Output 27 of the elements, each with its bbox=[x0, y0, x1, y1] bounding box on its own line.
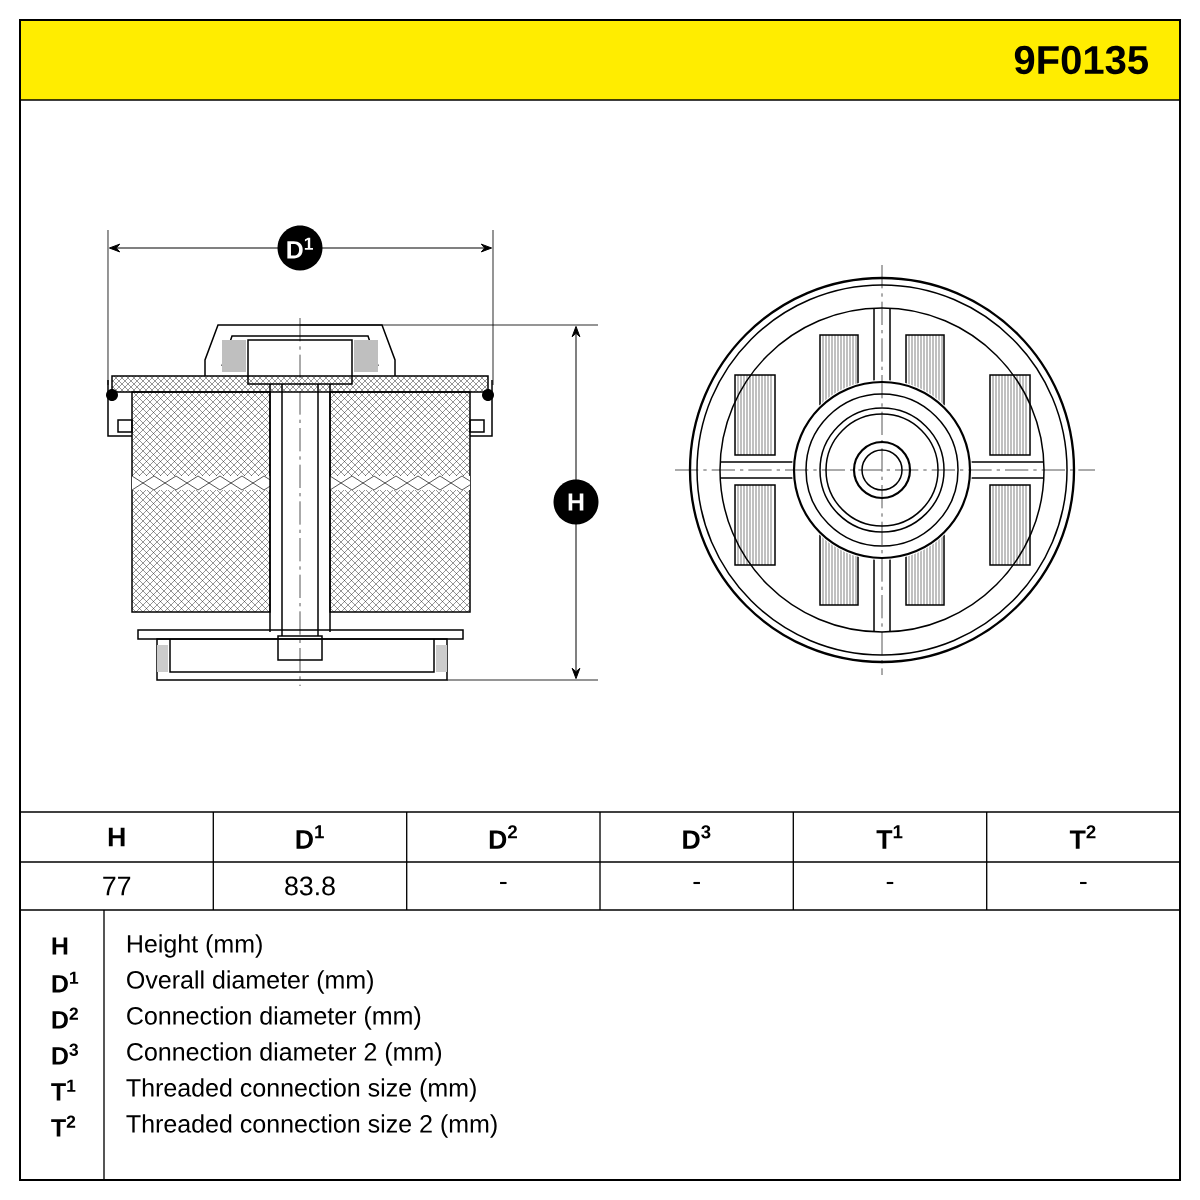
table-value: - bbox=[1080, 881, 1087, 885]
table-value: - bbox=[693, 881, 700, 885]
key-description: Connection diameter 2 (mm) bbox=[127, 1042, 442, 1066]
key-description: Overall diameter (mm) bbox=[127, 970, 373, 994]
table-header: T$^{2}$ bbox=[1069, 825, 1096, 849]
key-description: Height (mm) bbox=[127, 934, 262, 958]
table-header: D$^{2}$ bbox=[489, 825, 517, 849]
table-value: - bbox=[886, 881, 894, 885]
key-description: Connection diameter (mm) bbox=[127, 1006, 421, 1030]
table-header: D$^{1}$ bbox=[296, 825, 324, 849]
key-symbol: D$^{1}$ bbox=[52, 971, 79, 993]
key-symbol: T$^{2}$ bbox=[51, 1115, 76, 1137]
key-symbol: T$^{1}$ bbox=[51, 1079, 76, 1101]
key-symbol: D$^{3}$ bbox=[52, 1043, 79, 1065]
key-description: Threaded connection size (mm) bbox=[126, 1078, 476, 1102]
table-value: - bbox=[500, 881, 507, 885]
callout-label: D$^{1}$ bbox=[277, 225, 323, 271]
table-header: D$^{3}$ bbox=[683, 825, 711, 849]
table-value: 77 bbox=[103, 876, 131, 896]
table-value: 83.8 bbox=[285, 876, 335, 896]
key-description: Threaded connection size 2 (mm) bbox=[126, 1114, 497, 1138]
key-symbol: D$^{2}$ bbox=[52, 1007, 78, 1029]
callout-label: H bbox=[553, 479, 599, 525]
part-number: 9F0135 bbox=[1014, 45, 1148, 75]
table-header: H bbox=[108, 827, 125, 847]
key-symbol: H bbox=[52, 937, 68, 955]
table-header: T$^{1}$ bbox=[876, 825, 903, 849]
